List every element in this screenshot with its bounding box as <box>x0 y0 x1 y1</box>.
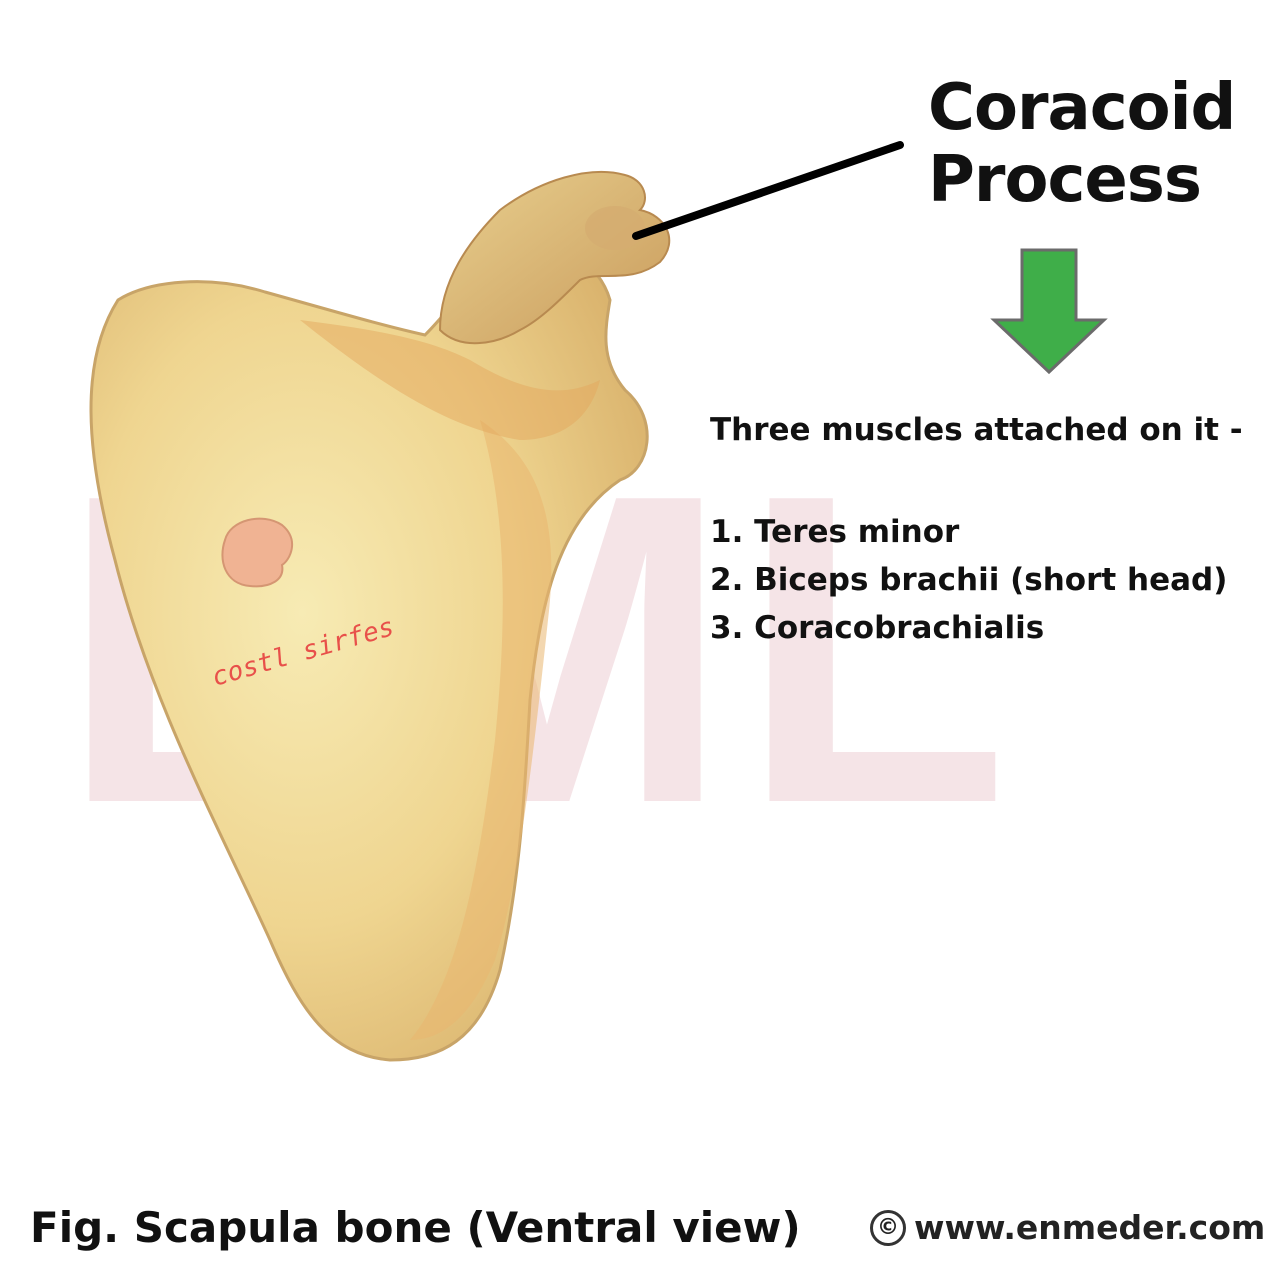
coracoid-label: Coracoid Process <box>928 71 1236 217</box>
list-item: 3. Coracobrachialis <box>710 610 1045 646</box>
leader-line <box>632 141 904 240</box>
muscles-heading: Three muscles attached on it - <box>710 412 1243 448</box>
copyright-notice: © www.enmeder.com <box>870 1208 1265 1247</box>
list-item: 1. Teres minor <box>710 514 960 550</box>
label-line1: Coracoid <box>928 71 1236 145</box>
list-item: 2. Biceps brachii (short head) <box>710 562 1228 598</box>
lateral-border-shade <box>410 420 552 1040</box>
bone-hole <box>221 517 294 588</box>
copyright-icon: © <box>870 1209 906 1246</box>
muscle-list: 1. Teres minor 2. Biceps brachii (short … <box>710 508 1227 652</box>
down-arrow-icon <box>990 248 1108 375</box>
label-line2: Process <box>928 143 1202 217</box>
superior-shade <box>300 320 600 440</box>
coracoid-tip <box>585 206 645 250</box>
site-url: www.enmeder.com <box>914 1208 1266 1247</box>
figure-caption: Fig. Scapula bone (Ventral view) <box>30 1203 801 1252</box>
